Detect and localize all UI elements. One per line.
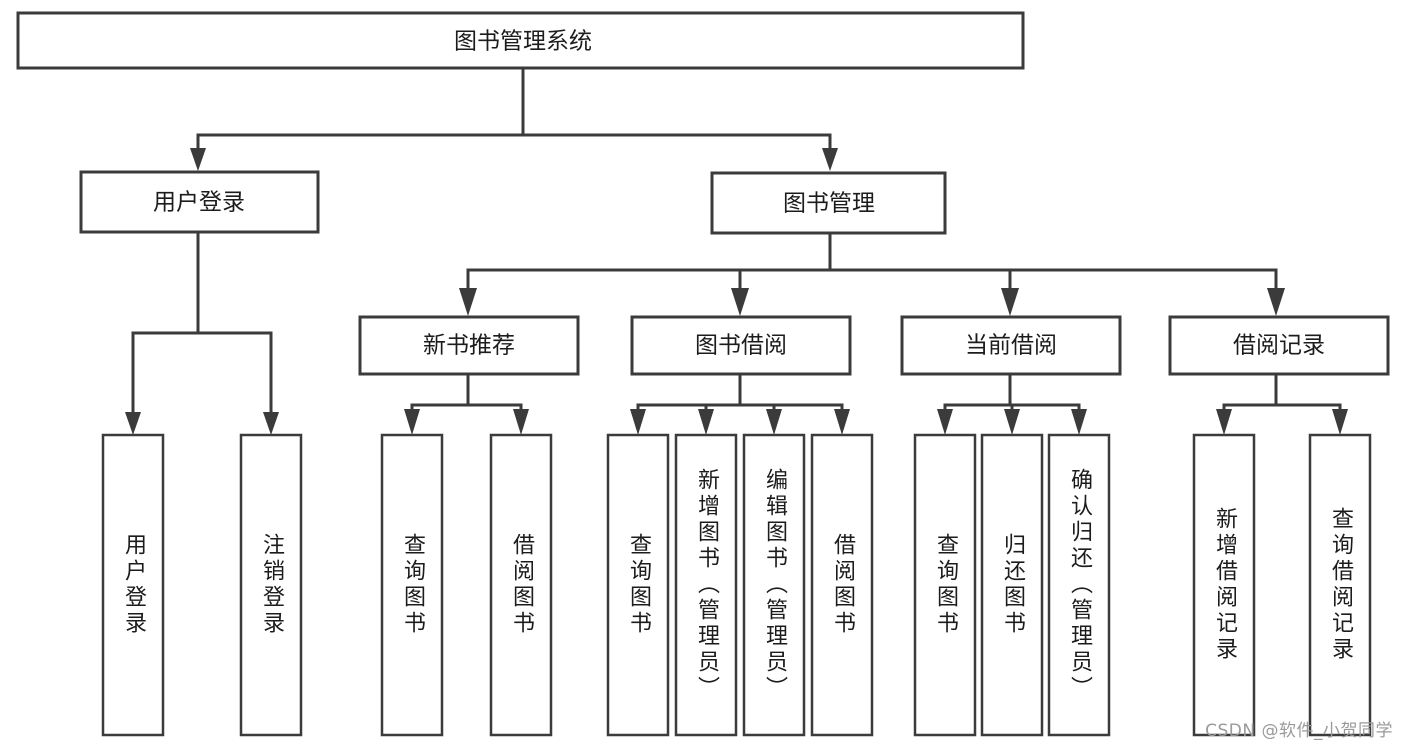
leaf-box-query-book-1[interactable] — [380, 433, 444, 737]
arrow-head-current-borrow — [1001, 288, 1019, 316]
arrow-head-user-login — [190, 148, 206, 171]
node-book-management[interactable]: 图书管理 — [710, 171, 947, 235]
node-book-management-box[interactable] — [710, 171, 947, 235]
connector-group-book-borrow — [630, 372, 850, 435]
connector-group-book-management — [459, 231, 1285, 316]
arrow-head-new-book-recommend — [459, 288, 477, 316]
arrow-head-leaf-return-book — [1004, 409, 1020, 435]
leaf-box-return-book[interactable] — [980, 433, 1044, 737]
connector-group-root — [190, 66, 838, 171]
node-book-management-label: 图书管理 — [783, 191, 875, 217]
leaf-box-confirm-return[interactable] — [1047, 433, 1111, 737]
node-book-borrow-box[interactable] — [630, 315, 852, 376]
node-root-box[interactable] — [16, 11, 1025, 70]
node-current-borrow[interactable]: 当前借阅 — [900, 315, 1122, 376]
node-new-book-recommend-label: 新书推荐 — [423, 333, 515, 359]
arrow-head-leaf-user-login — [125, 412, 141, 435]
leaf-box-borrow-book-1[interactable] — [489, 433, 553, 737]
connector-group-new-book-recommend — [404, 372, 529, 435]
connector-group-current-borrow — [937, 372, 1087, 435]
node-user-login[interactable]: 用户登录 — [79, 170, 320, 234]
leaf-box-add-book[interactable] — [674, 433, 738, 737]
connector-group-user-login — [125, 230, 279, 435]
node-root-label: 图书管理系统 — [454, 29, 592, 55]
node-root[interactable]: 图书管理系统 — [16, 11, 1025, 70]
arrow-head-leaf-add-book — [698, 409, 714, 435]
arrow-head-leaf-add-record — [1216, 409, 1232, 435]
node-new-book-recommend-box[interactable] — [358, 315, 580, 376]
arrow-head-leaf-query-book-3 — [937, 409, 953, 435]
node-borrow-record-box[interactable] — [1168, 315, 1390, 376]
node-user-login-label: 用户登录 — [153, 190, 245, 216]
leaf-box-borrow-book-2[interactable] — [810, 433, 874, 737]
arrow-head-leaf-query-record — [1332, 409, 1348, 435]
leaf-box-query-book-2[interactable] — [606, 433, 670, 737]
arrow-head-leaf-logout — [263, 412, 279, 435]
node-borrow-record-label: 借阅记录 — [1233, 333, 1325, 359]
connector-group-borrow-record — [1216, 372, 1348, 435]
arrow-head-book-borrow — [731, 288, 749, 316]
leaf-box-query-book-3[interactable] — [913, 433, 977, 737]
arrow-head-leaf-query-book-2 — [630, 409, 646, 435]
arrow-head-leaf-borrow-book-2 — [834, 409, 850, 435]
leaf-box-logout[interactable] — [239, 433, 303, 737]
arrow-head-leaf-borrow-book-1 — [513, 409, 529, 435]
node-current-borrow-label: 当前借阅 — [965, 333, 1057, 359]
arrow-head-leaf-edit-book — [766, 409, 782, 435]
node-book-borrow-label: 图书借阅 — [695, 333, 787, 359]
node-user-login-box[interactable] — [79, 170, 320, 234]
arrow-head-borrow-record — [1267, 288, 1285, 316]
arrow-head-book-management — [822, 148, 838, 171]
node-book-borrow[interactable]: 图书借阅 — [630, 315, 852, 376]
leaf-box-query-record[interactable] — [1308, 433, 1372, 737]
arrow-head-leaf-query-book-1 — [404, 409, 420, 435]
leaf-box-add-record[interactable] — [1192, 433, 1256, 737]
csdn-watermark: CSDN @软件_小贺同学 — [1205, 721, 1393, 741]
leaf-box-user-login[interactable] — [101, 433, 165, 737]
arrow-head-leaf-confirm-return — [1071, 409, 1087, 435]
leaf-box-edit-book[interactable] — [742, 433, 806, 737]
node-new-book-recommend[interactable]: 新书推荐 — [358, 315, 580, 376]
node-borrow-record[interactable]: 借阅记录 — [1168, 315, 1390, 376]
node-current-borrow-box[interactable] — [900, 315, 1122, 376]
